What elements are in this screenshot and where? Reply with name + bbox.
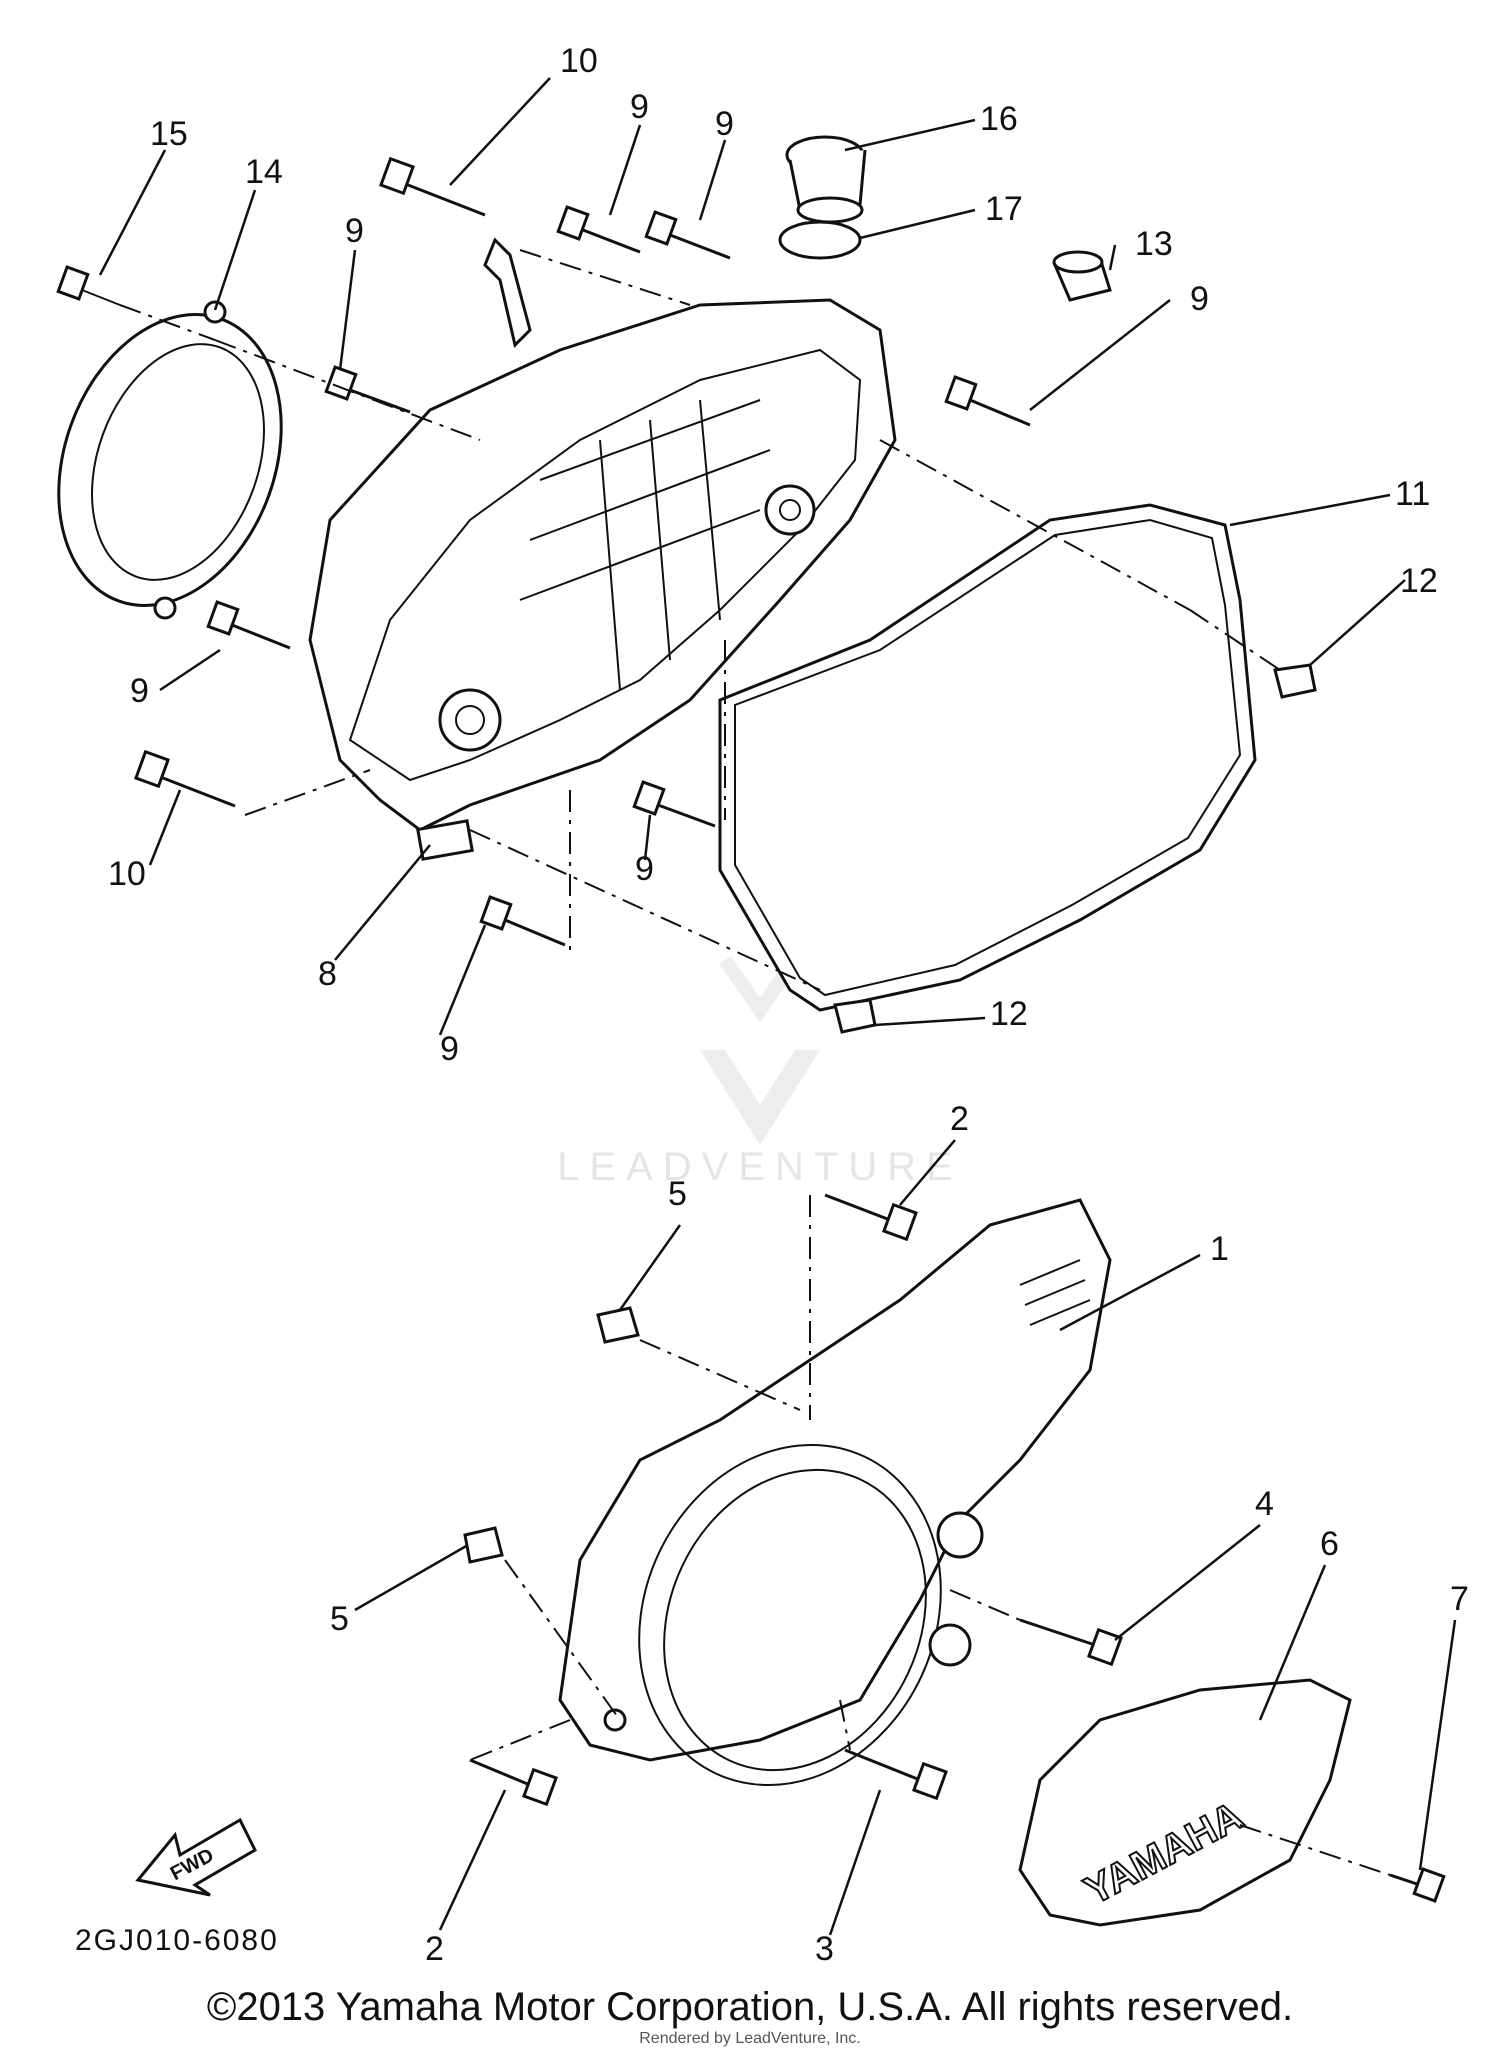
callout-16: 16 xyxy=(980,100,1018,138)
callout-9: 9 xyxy=(440,1030,459,1068)
part-14-ring xyxy=(57,300,283,620)
part-6-cover-plate: YAMAHA xyxy=(1018,1678,1352,1927)
callout-5: 5 xyxy=(668,1175,687,1213)
callout-9: 9 xyxy=(715,105,734,143)
callout-9: 9 xyxy=(1190,280,1209,318)
callout-3: 3 xyxy=(815,1930,834,1968)
part-11-gasket xyxy=(718,503,1257,1012)
callout-14: 14 xyxy=(245,153,283,191)
callout-5: 5 xyxy=(330,1600,349,1638)
callout-12: 12 xyxy=(1400,562,1438,600)
callout-labels: 10 9 9 16 15 14 9 17 13 9 11 12 9 10 9 8… xyxy=(108,42,1469,1968)
callout-15: 15 xyxy=(150,115,188,153)
callout-11: 11 xyxy=(1395,475,1430,513)
callout-10: 10 xyxy=(108,855,146,893)
part-17-o-ring xyxy=(778,220,862,260)
callout-12: 12 xyxy=(990,995,1028,1033)
part-16-cap xyxy=(785,135,867,224)
part-8-crankcase-cover xyxy=(308,237,897,861)
callout-9: 9 xyxy=(345,212,364,250)
callout-1: 1 xyxy=(1210,1230,1229,1268)
part-13-plug xyxy=(1052,250,1112,302)
copyright-notice: ©2013 Yamaha Motor Corporation, U.S.A. A… xyxy=(206,1985,1294,2029)
callout-7: 7 xyxy=(1450,1580,1469,1618)
alignment-lines-upper xyxy=(119,249,1281,991)
callout-2: 2 xyxy=(425,1930,444,1968)
callout-9: 9 xyxy=(630,88,649,126)
callout-10: 10 xyxy=(560,42,598,80)
callout-8: 8 xyxy=(318,955,337,993)
alignment-lines-lower xyxy=(469,1195,1391,1876)
diagram-code: 2GJ010-6080 xyxy=(75,1924,279,1957)
rendered-by-notice: Rendered by LeadVenture, Inc. xyxy=(639,2030,861,2047)
bolts-lower xyxy=(463,1193,1446,1903)
callout-2: 2 xyxy=(950,1100,969,1138)
callout-9: 9 xyxy=(635,850,654,888)
leadventure-watermark: LEADVENTURE xyxy=(557,955,963,1189)
callout-13: 13 xyxy=(1135,225,1173,263)
callout-4: 4 xyxy=(1255,1485,1274,1523)
watermark-text: LEADVENTURE xyxy=(557,1145,963,1189)
callout-leaders xyxy=(98,77,1457,1936)
fwd-arrow-icon: FWD xyxy=(135,1817,257,1897)
callout-17: 17 xyxy=(985,190,1023,228)
callout-6: 6 xyxy=(1320,1525,1339,1563)
part-1-crankcase-cover xyxy=(558,1198,1112,1787)
callout-9: 9 xyxy=(130,672,149,710)
